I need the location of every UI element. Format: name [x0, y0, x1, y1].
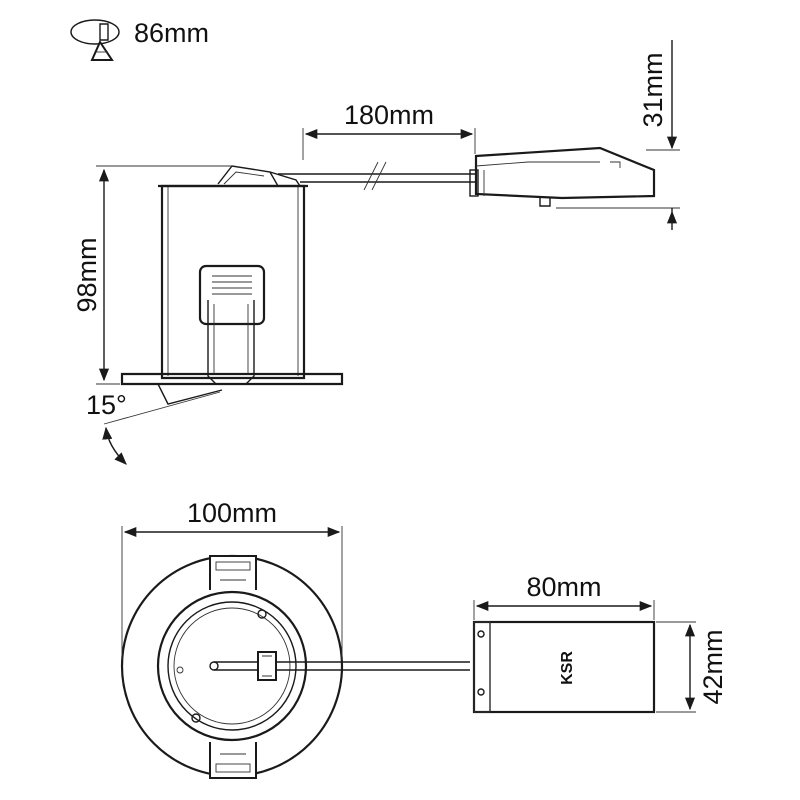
bottom-view: KSR 100mm 80mm 42mm [120, 498, 728, 779]
driver-length-dimension: 80mm [473, 572, 655, 620]
spring-clip-top [209, 555, 257, 590]
driver-width-dimension: 42mm [656, 621, 728, 713]
bezel-diameter-dimension: 100mm [121, 498, 343, 660]
fitting-flange [120, 372, 344, 405]
driver-logo-text: KSR [559, 651, 576, 685]
side-view: 180mm 31mm 98mm 15° [72, 40, 680, 465]
spring-clip-bottom [209, 742, 257, 779]
driver-unit-side [469, 146, 656, 207]
driver-width-label: 42mm [698, 629, 728, 704]
driver-length-label: 80mm [526, 572, 601, 602]
tilt-angle-indicator: 15° [86, 390, 221, 465]
supply-cable [278, 161, 476, 191]
tilt-angle-label: 15° [86, 390, 127, 420]
cutout-hole-icon [70, 19, 120, 61]
driver-unit-top: KSR [472, 620, 656, 714]
fitting-body [158, 165, 308, 380]
lead-length-label: 180mm [344, 100, 434, 130]
cutout-dimension-label: 86mm [134, 18, 209, 48]
ksr-logo: KSR [559, 651, 576, 685]
bezel-diameter-label: 100mm [187, 498, 277, 528]
driver-height-label: 31mm [638, 52, 668, 127]
fitting-height-label: 98mm [72, 237, 102, 312]
bottom-cable [209, 651, 470, 681]
driver-height-dimension: 31mm [556, 40, 680, 230]
fitting-height-dimension: 98mm [72, 165, 232, 385]
cutout-indicator: 86mm [70, 18, 209, 61]
spring-clip [198, 264, 266, 385]
lead-length-dimension: 180mm [302, 100, 476, 160]
